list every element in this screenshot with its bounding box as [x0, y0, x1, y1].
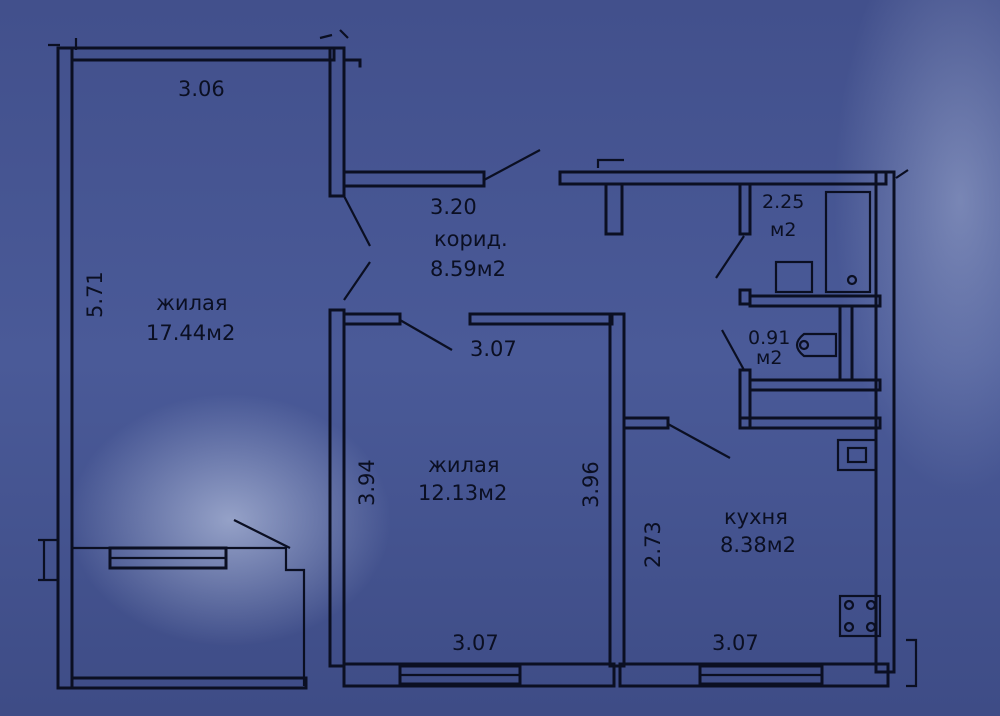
dim-small-bottom: 3.07: [452, 631, 499, 655]
room-bathroom-area-value: 2.25: [762, 191, 804, 213]
room-toilet-area-unit: м2: [756, 347, 782, 369]
dim-small-left: 3.94: [355, 459, 379, 506]
service-walls: [558, 158, 918, 688]
dim-large-side: 5.71: [83, 271, 107, 318]
room-corridor-label: корид.: [434, 227, 508, 251]
kitchen-stove: [838, 594, 882, 638]
room-bathroom-area-unit: м2: [770, 219, 796, 241]
room-living-large-label: жилая: [156, 291, 228, 315]
stove-vent: [836, 438, 878, 472]
dim-small-top: 3.07: [470, 337, 517, 361]
dim-large-top: 3.06: [178, 77, 225, 101]
dim-corridor-top: 3.20: [430, 195, 477, 219]
room-kitchen-area: 8.38м2: [720, 533, 796, 557]
toilet-bowl: [795, 332, 838, 358]
sink: [774, 260, 814, 294]
room-living-small-label: жилая: [428, 453, 500, 477]
dim-kitchen-bottom: 3.07: [712, 631, 759, 655]
room-living-large-area: 17.44м2: [146, 321, 235, 345]
dim-kitchen-side: 2.73: [641, 521, 665, 568]
room-corridor-area: 8.59м2: [430, 257, 506, 281]
room-toilet-area-value: 0.91: [748, 327, 790, 349]
room-living-small-walls: [342, 312, 626, 688]
dim-small-right: 3.96: [579, 461, 603, 508]
kitchen-walls: [618, 416, 890, 688]
room-living-small-area: 12.13м2: [418, 481, 507, 505]
bathtub: [824, 190, 872, 294]
corridor-walls: [342, 149, 614, 351]
room-living-large-walls: [38, 29, 362, 690]
balcony-door-swing: [233, 519, 291, 549]
room-kitchen-label: кухня: [724, 505, 788, 529]
